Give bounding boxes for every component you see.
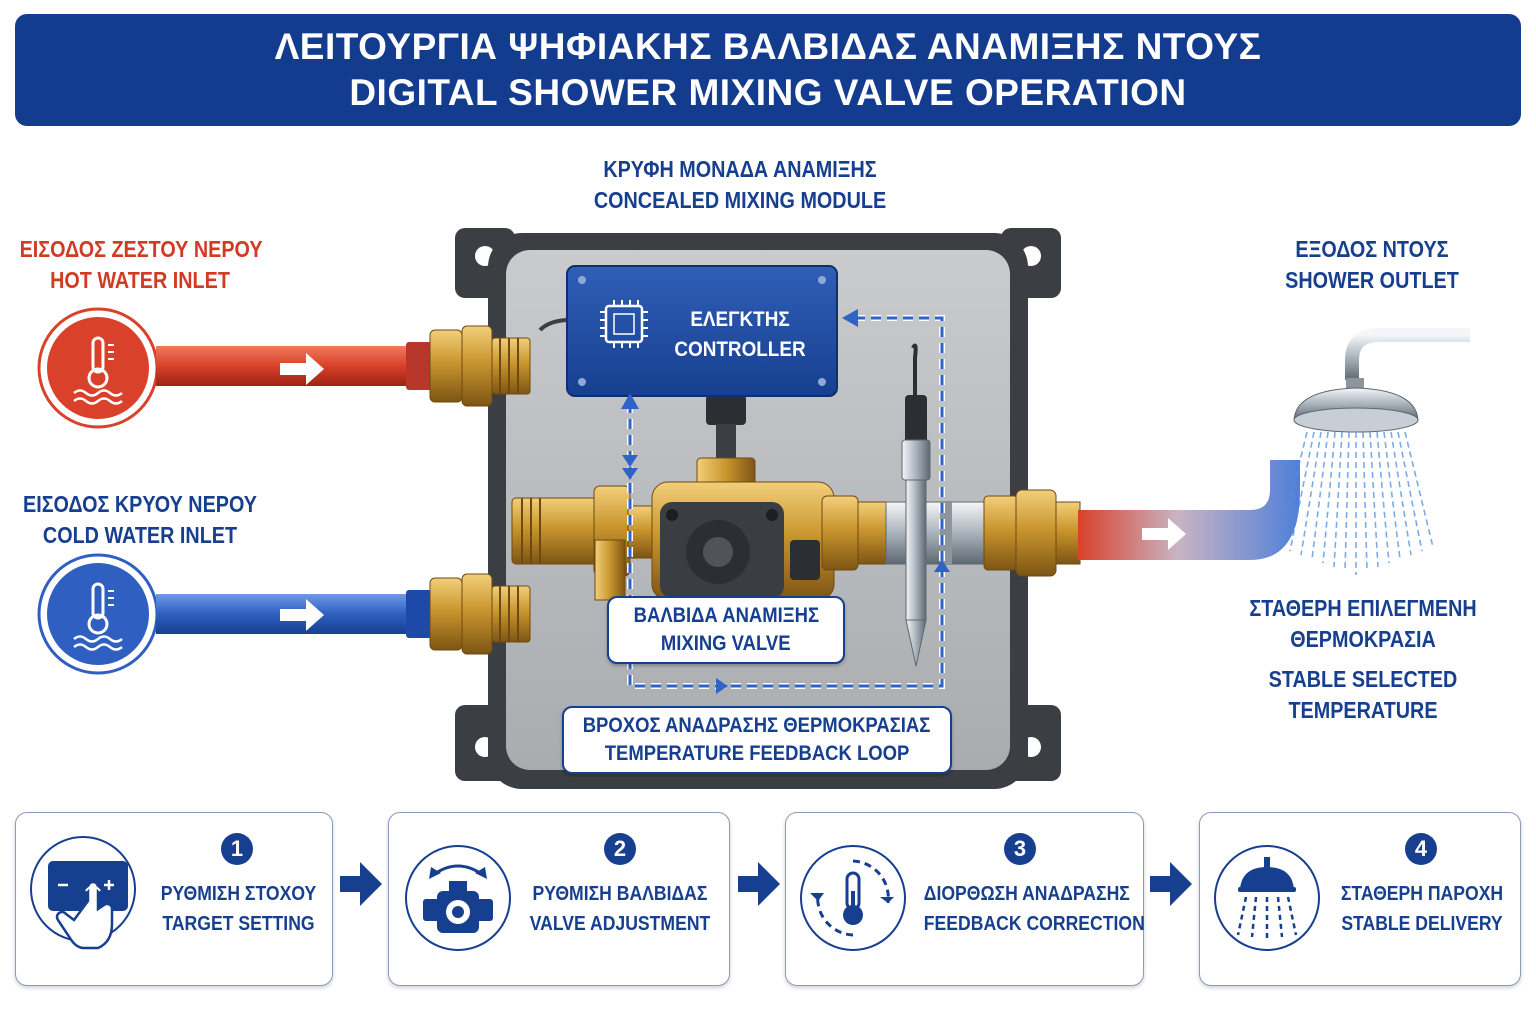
controller-box: [566, 265, 838, 397]
step-4-label-gr: ΣΤΑΘΕΡΗ ΠΑΡΟΧΗ: [1340, 883, 1504, 905]
water-stream: [1404, 431, 1434, 548]
step-number-2: 2: [604, 833, 636, 865]
water-stream: [1344, 431, 1350, 572]
cold-inlet-label-en: COLD WATER INLET: [42, 522, 238, 548]
step-4-label-en: STABLE DELIVERY: [1341, 913, 1503, 935]
step-label-3: ΔΙΟΡΘΩΣΗ ΑΝΑΔΡΑΣΗΣ FEEDBACK CORRECTION: [923, 879, 1145, 939]
mixing-valve-body: [511, 481, 909, 601]
thermometer-cycle-icon: [800, 845, 906, 951]
step-number-1: 1: [221, 833, 253, 865]
step-2-label-en: VALVE ADJUSTMENT: [529, 913, 711, 935]
step-label-1: ΡΥΘΜΙΣΗ ΣΤΟΧΟΥ TARGET SETTING: [148, 879, 328, 939]
chip-icon: [600, 300, 648, 348]
step-card-stable-delivery: 4 ΣΤΑΘΕΡΗ ΠΑΡΟΧΗ STABLE DELIVERY: [1199, 812, 1521, 986]
module-label: ΚΡΥΦΗ ΜΟΝΑΔΑ ΑΝΑΜΙΞΗΣ CONCEALED MIXING M…: [568, 154, 912, 216]
hot-inlet-fitting: [406, 325, 531, 407]
touch-panel-icon: [30, 836, 136, 950]
title-greek: ΛΕΙΤΟΥΡΓΙΑ ΨΗΦΙΑΚΗΣ ΒΑΛΒΙΔΑΣ ΑΝΑΜΙΞΗΣ ΝΤ…: [274, 26, 1262, 67]
stable-temp-gr-2: ΘΕΡΜΟΚΡΑΣΙΑ: [1290, 626, 1436, 652]
controller-label-gr: ΕΛΕΓΚΤΗΣ: [690, 308, 790, 331]
water-stream: [1289, 431, 1315, 552]
feedback-loop-path: [621, 309, 950, 694]
valve-adjust-icon: [405, 845, 511, 951]
controller-label: ΕΛΕΓΚΤΗΣ CONTROLLER: [668, 305, 812, 365]
step-arrow-3: [1150, 862, 1192, 906]
hot-inlet-label: ΕΙΣΟΔΟΣ ΖΕΣΤΟΥ ΝΕΡΟΥ HOT WATER INLET: [19, 234, 263, 296]
water-stream: [1397, 431, 1423, 552]
cold-inlet-label-gr: ΕΙΣΟΔΟΣ ΚΡΥΟΥ ΝΕΡΟΥ: [22, 491, 258, 517]
step-card-target-setting: 1 ΡΥΘΜΙΣΗ ΣΤΟΧΟΥ TARGET SETTING: [15, 812, 333, 986]
stable-temp-en-1: STABLE SELECTED: [1268, 666, 1458, 692]
step-number-3: 3: [1004, 833, 1036, 865]
hot-inlet-icon: [37, 307, 159, 429]
stable-temp-label: ΣΤΑΘΕΡΗ ΕΠΙΛΕΓΜΕΝΗ ΘΕΡΜΟΚΡΑΣΙΑ STABLE SE…: [1234, 593, 1492, 726]
water-stream: [1333, 431, 1343, 568]
cold-flow-arrow: [280, 599, 324, 631]
hot-flow-arrow: [280, 353, 324, 385]
water-stream: [1383, 431, 1401, 560]
step-card-feedback-correction: 3 ΔΙΟΡΘΩΣΗ ΑΝΑΔΡΑΣΗΣ FEEDBACK CORRECTION: [785, 812, 1145, 986]
step-2-label-gr: ΡΥΘΜΙΣΗ ΒΑΛΒΙΔΑΣ: [532, 883, 708, 905]
temperature-sensor-probe: [901, 343, 931, 667]
water-stream: [1369, 431, 1379, 568]
step-arrow-1: [340, 862, 382, 906]
shower-head-icon: [1293, 328, 1470, 433]
shower-outlet-label-gr: ΕΞΟΔΟΣ ΝΤΟΥΣ: [1295, 236, 1449, 262]
module-label-gr: ΚΡΥΦΗ ΜΟΝΑΔΑ ΑΝΑΜΙΞΗΣ: [603, 156, 877, 182]
step-card-valve-adjustment: 2 ΡΥΘΜΙΣΗ ΒΑΛΒΙΔΑΣ VALVE ADJUSTMENT: [388, 812, 730, 986]
mixing-valve-label-en: MIXING VALVE: [661, 632, 791, 655]
shower-outlet-label: ΕΞΟΔΟΣ ΝΤΟΥΣ SHOWER OUTLET: [1252, 234, 1493, 296]
hot-inlet-label-en: HOT WATER INLET: [50, 267, 230, 293]
controller-label-en: CONTROLLER: [674, 338, 806, 361]
shower-outlet-pipe: [1078, 460, 1300, 560]
mixing-valve-label-gr: ΒΑΛΒΙΔΑ ΑΝΑΜΙΞΗΣ: [633, 604, 819, 627]
feedback-loop-label-en: TEMPERATURE FEEDBACK LOOP: [604, 742, 910, 765]
title-english: DIGITAL SHOWER MIXING VALVE OPERATION: [349, 72, 1187, 113]
step-arrow-2: [738, 862, 780, 906]
step-3-label-en: FEEDBACK CORRECTION: [923, 913, 1145, 935]
water-spray: [1278, 431, 1434, 575]
water-stream: [1362, 431, 1368, 572]
step-1-label-gr: ΡΥΘΜΙΣΗ ΣΤΟΧΟΥ: [160, 883, 317, 905]
title-banner: ΛΕΙΤΟΥΡΓΙΑ ΨΗΦΙΑΚΗΣ ΒΑΛΒΙΔΑΣ ΑΝΑΜΙΞΗΣ ΝΤ…: [15, 14, 1521, 126]
water-stream: [1376, 431, 1390, 564]
water-stream: [1322, 431, 1336, 564]
cold-inlet-icon: [37, 553, 159, 675]
water-stream: [1300, 431, 1322, 556]
step-3-label-gr: ΔΙΟΡΘΩΣΗ ΑΝΑΔΡΑΣΗΣ: [923, 883, 1130, 905]
mixing-valve-callout: ΒΑΛΒΙΔΑ ΑΝΑΜΙΞΗΣ MIXING VALVE: [607, 596, 845, 664]
outlet-chrome-section: [885, 489, 1081, 577]
module-label-en: CONCEALED MIXING MODULE: [593, 187, 887, 213]
stable-temp-en-2: TEMPERATURE: [1288, 697, 1438, 723]
feedback-loop-label-gr: ΒΡΟΧΟΣ ΑΝΑΔΡΑΣΗΣ ΘΕΡΜΟΚΡΑΣΙΑΣ: [583, 714, 931, 737]
cold-inlet-label: ΕΙΣΟΔΟΣ ΚΡΥΟΥ ΝΕΡΟΥ COLD WATER INLET: [20, 489, 261, 551]
step-1-label-en: TARGET SETTING: [162, 913, 315, 935]
cold-inlet-fitting: [406, 573, 531, 655]
step-label-2: ΡΥΘΜΙΣΗ ΒΑΛΒΙΔΑΣ VALVE ADJUSTMENT: [526, 879, 714, 939]
water-stream: [1311, 431, 1329, 560]
step-label-4: ΣΤΑΘΕΡΗ ΠΑΡΟΧΗ STABLE DELIVERY: [1336, 879, 1508, 939]
hot-inlet-label-gr: ΕΙΣΟΔΟΣ ΖΕΣΤΟΥ ΝΕΡΟΥ: [19, 236, 263, 262]
stable-temp-gr-1: ΣΤΑΘΕΡΗ ΕΠΙΛΕΓΜΕΝΗ: [1249, 595, 1477, 621]
step-number-4: 4: [1405, 833, 1437, 865]
feedback-loop-callout: ΒΡΟΧΟΣ ΑΝΑΔΡΑΣΗΣ ΘΕΡΜΟΚΡΑΣΙΑΣ TEMPERATUR…: [562, 706, 952, 774]
shower-outlet-label-en: SHOWER OUTLET: [1285, 267, 1459, 293]
shower-head-icon: [1214, 845, 1320, 951]
water-stream: [1390, 431, 1412, 556]
